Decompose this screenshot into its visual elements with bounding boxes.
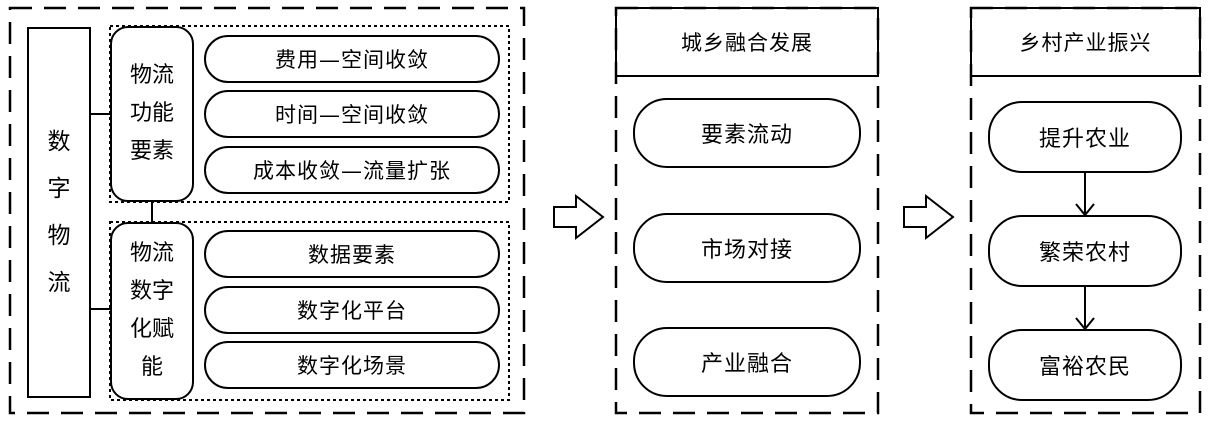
- down-arrow-icon: [1075, 173, 1095, 217]
- group2-item: 数据要素: [204, 230, 500, 278]
- right-item: 富裕农民: [988, 329, 1182, 401]
- middle-panel-title: 城乡融合发展: [681, 31, 813, 55]
- group1-item: 成本收敛—流量扩张: [204, 146, 500, 194]
- middle-item: 要素流动: [633, 98, 861, 168]
- right-item: 繁荣农村: [988, 215, 1182, 287]
- hollow-arrow-icon: [553, 193, 605, 241]
- group2-label-box: 物流 数字 化赋 能: [110, 222, 194, 400]
- right-item: 提升农业: [988, 101, 1182, 173]
- group1-item: 时间—空间收敛: [204, 90, 500, 138]
- middle-item: 产业融合: [633, 327, 861, 397]
- right-title-box: [970, 7, 1201, 77]
- group1-label-box: 物流 功能 要素: [110, 26, 194, 202]
- left-panel-border: [8, 6, 526, 415]
- group2-item: 数字化场景: [204, 341, 500, 389]
- group2-item: 数字化平台: [204, 286, 500, 334]
- hollow-arrow-icon: [903, 193, 955, 241]
- middle-item: 市场对接: [633, 213, 861, 283]
- down-arrow-icon: [1075, 287, 1095, 331]
- middle-panel-border: [614, 6, 880, 415]
- group1-item: 费用—空间收敛: [204, 35, 500, 83]
- middle-title-box: [615, 7, 879, 77]
- digital-logistics-box: 数 字 物 流: [27, 27, 91, 398]
- right-panel-title: 乡村产业振兴: [1019, 31, 1152, 55]
